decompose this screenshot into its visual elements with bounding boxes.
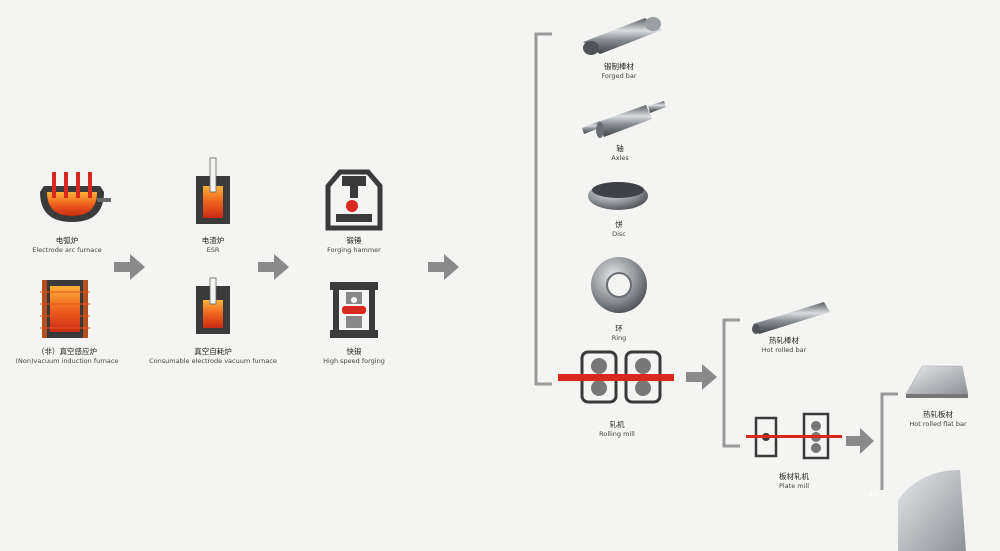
- flow-arrow: [846, 428, 874, 454]
- axles-icon: [582, 101, 666, 138]
- product-bracket: [534, 32, 552, 386]
- watermark: …: [868, 480, 887, 501]
- forging-hammer-icon: [325, 169, 383, 231]
- flow-arrow: [686, 364, 717, 390]
- induction-furnace-icon: [40, 280, 90, 338]
- flow-arrow: [114, 254, 145, 280]
- hot-rolled-flat-icon: [905, 365, 969, 398]
- plate-mill-icon: [746, 412, 842, 460]
- esr-icon: [196, 157, 230, 224]
- arc-furnace-icon: [40, 172, 111, 222]
- label-induction-furnace: （非）真空感应炉(Non)vacuum induction furnace: [15, 347, 119, 366]
- plate-product-icon: [898, 470, 966, 551]
- rolled-bracket: [722, 318, 740, 448]
- flat-bracket: [880, 392, 898, 490]
- hot-rolled-bar-icon: [752, 302, 830, 334]
- consumable-furnace-icon: [196, 277, 230, 334]
- forged-bar-icon: [583, 17, 662, 55]
- flow-arrow: [258, 254, 289, 280]
- high-speed-forging-icon: [330, 282, 378, 338]
- rolling-mill-icon: [558, 350, 674, 404]
- flow-arrow: [428, 254, 459, 280]
- ring-icon: [591, 257, 647, 313]
- disc-icon: [588, 182, 648, 210]
